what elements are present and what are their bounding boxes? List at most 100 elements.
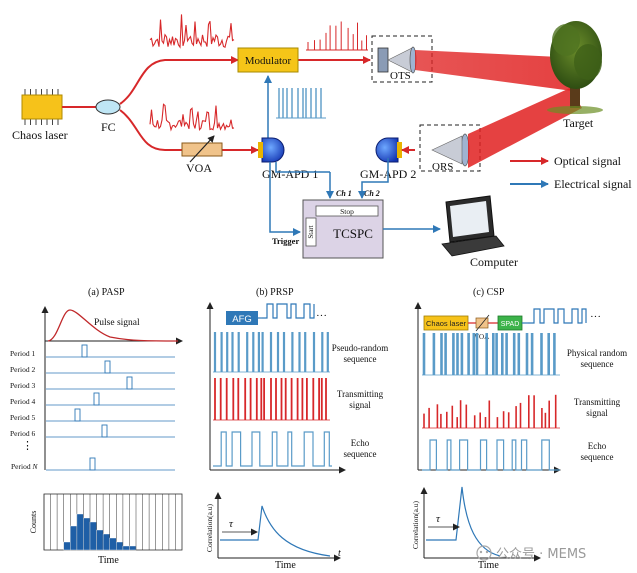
- prsp-echo-label-1: Echo: [351, 438, 370, 448]
- pasp-period-label: Period 4: [10, 397, 35, 406]
- csp-tx-label-1: Transmitting: [574, 397, 621, 407]
- target-label: Target: [563, 116, 594, 130]
- voa-label: VOA: [186, 161, 212, 175]
- prsp-echo-label-2: sequence: [344, 449, 377, 459]
- ors-label: ORS: [432, 161, 453, 173]
- ots-label: OTS: [390, 70, 411, 82]
- watermark-text: 公众号 · MEMS: [496, 547, 586, 562]
- laser-pins: [24, 89, 59, 125]
- transmit-beam: [415, 50, 580, 92]
- chaos-laser-label: Chaos laser: [12, 128, 68, 142]
- prsp-title: (b) PRSP: [256, 287, 294, 298]
- pasp-hist-bar: [63, 541, 71, 551]
- chaos-laser-module: Chaos laser: [12, 89, 68, 142]
- csp-corr-ylabel: Correlation(a.u): [411, 500, 420, 549]
- pasp-hist-bar: [76, 513, 84, 551]
- legend-electrical-label: Electrical signal: [554, 177, 632, 191]
- pasp-period-label: Period 3: [10, 381, 35, 390]
- prsp-tx-label-2: signal: [349, 400, 371, 410]
- pasp-hist-bar: [96, 529, 104, 551]
- chaos-waveform-lower: [149, 103, 235, 132]
- tcspc-label: TCSPC: [333, 226, 373, 241]
- target-tree: Target: [547, 21, 603, 130]
- csp-voa-arrow: [475, 314, 490, 332]
- pasp-pulse-curve: [47, 309, 179, 342]
- csp-pr-label-1: Physical random: [567, 348, 627, 358]
- prsp-echo-sequence: [213, 431, 332, 467]
- apd2-to-ch2-wire: [358, 158, 389, 199]
- pasp-ylabel: Counts: [29, 511, 38, 534]
- voa: VOA: [181, 135, 223, 175]
- chaos-waveform-upper: [149, 14, 235, 49]
- pasp-hist-bar: [129, 545, 137, 551]
- random-pulse-train: [276, 88, 326, 119]
- fiber-to-modulator: [119, 56, 239, 105]
- csp-echo-sequence: [422, 439, 560, 471]
- system-diagram: Chaos laser FC VOA Modulator: [12, 14, 632, 269]
- watermark: 公众号 · MEMS: [476, 545, 586, 562]
- legend: Optical signal Electrical signal: [510, 154, 632, 191]
- csp-echo-label-2: sequence: [581, 452, 614, 462]
- pasp-hist-bar: [109, 537, 117, 551]
- csp-corr-xlabel: Time: [478, 560, 499, 571]
- panel-csp: (c) CSP Chaos laser VOA SPAD ··· Physica…: [411, 287, 627, 571]
- prsp-transmitting-signal: [213, 378, 330, 421]
- modulator-label: Modulator: [245, 55, 292, 67]
- pasp-title: (a) PASP: [88, 287, 125, 298]
- ots: OTS: [371, 35, 433, 83]
- pasp-period-label: Period 5: [10, 413, 35, 422]
- csp-chaos-laser-label: Chaos laser: [426, 319, 467, 328]
- pasp-period-n-label: Period N: [11, 462, 38, 471]
- prsp-corr-ylabel: Correlation(a.u): [205, 503, 214, 552]
- pasp-period-pulse: [81, 344, 88, 358]
- afg-label: AFG: [232, 314, 252, 325]
- computer-laptop: Computer: [441, 195, 518, 269]
- pasp-hist-bar: [83, 517, 91, 551]
- csp-tau-label: τ: [436, 513, 441, 525]
- legend-optical-label: Optical signal: [554, 154, 622, 168]
- pasp-hist-bar: [102, 533, 110, 551]
- pasp-hist-bar: [70, 525, 78, 551]
- trigger-label: Trigger: [272, 236, 299, 246]
- tcspc-unit: Stop Start TCSPC Ch 1 Ch 2: [302, 189, 384, 259]
- prsp-tau-label: τ: [229, 518, 234, 530]
- pasp-period-pulse: [74, 408, 81, 422]
- csp-echo-label-1: Echo: [588, 441, 607, 451]
- trigger-wire: [269, 162, 301, 236]
- pasp-pulse-label: Pulse signal: [94, 318, 140, 328]
- panel-prsp: (b) PRSP AFG ··· Pseudo-random sequence …: [205, 287, 388, 571]
- panel-pasp: (a) PASP Pulse signal Period 1 Period 2 Pe…: [10, 287, 183, 566]
- csp-title: (c) CSP: [473, 287, 505, 298]
- fiber-coupler: [95, 99, 121, 115]
- prsp-corr-xlabel: Time: [275, 560, 296, 571]
- computer-label: Computer: [470, 255, 518, 269]
- stop-label: Stop: [340, 207, 354, 216]
- pasp-hist-bar: [122, 545, 130, 551]
- pasp-histogram: [43, 494, 176, 551]
- pasp-period-pulse: [104, 360, 111, 374]
- csp-square-wave: [528, 308, 587, 324]
- csp-pr-label-2: sequence: [581, 359, 614, 369]
- csp-ellipsis: ···: [590, 311, 601, 323]
- pasp-hist-bar: [89, 521, 97, 551]
- prsp-pr-label-2: sequence: [344, 354, 377, 364]
- pasp-hist-bar: [116, 541, 124, 551]
- apd1-branch-wire: [275, 162, 330, 173]
- pasp-vdots: ⋮: [22, 440, 33, 452]
- gm-apd-1: GM-APD 1: [258, 137, 318, 181]
- csp-spad-label: SPAD: [501, 321, 520, 328]
- ch1-label: Ch 1: [336, 189, 352, 198]
- pasp-period-pulse: [126, 376, 133, 390]
- fiber-to-voa: [119, 109, 182, 151]
- modulator: Modulator: [237, 47, 299, 73]
- pasp-period-label: Period 1: [10, 349, 35, 358]
- prsp-square-wave: [262, 303, 315, 319]
- modulated-spike-train: [306, 21, 368, 51]
- afg-box: [226, 311, 258, 325]
- prsp-pseudo-random-sequence: [213, 332, 330, 373]
- pasp-period-pulse: [93, 392, 100, 406]
- pasp-period-label: Period 2: [10, 365, 35, 374]
- prsp-tx-label-1: Transmitting: [337, 389, 384, 399]
- pasp-period-label: Period 6: [10, 429, 35, 438]
